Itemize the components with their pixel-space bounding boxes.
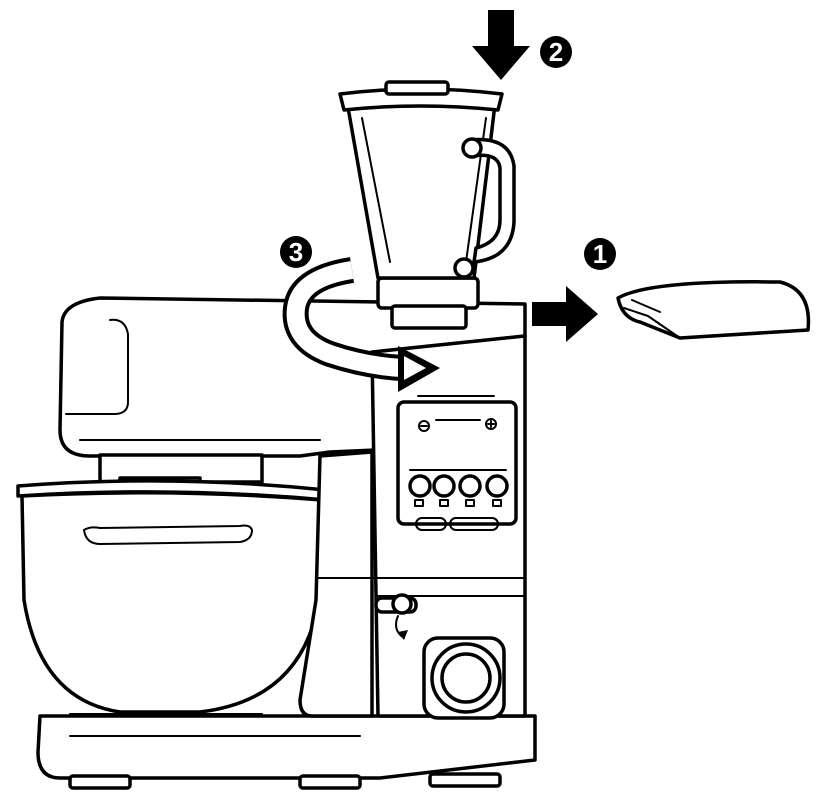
step-badge-3: 3 — [280, 236, 312, 268]
jug-handle — [453, 137, 516, 279]
arrow-down-icon — [472, 10, 530, 80]
bowl-support — [298, 450, 379, 718]
arrow-right-icon — [532, 286, 598, 342]
speed-knob[interactable] — [422, 636, 506, 720]
blender-jug — [338, 80, 516, 330]
program-button-3 — [458, 474, 482, 498]
removable-cover — [616, 280, 811, 340]
svg-text:3: 3 — [289, 237, 303, 267]
svg-text:1: 1 — [593, 239, 607, 269]
program-button-4 — [485, 474, 509, 498]
control-panel — [396, 395, 518, 531]
step-badge-2: 2 — [540, 36, 572, 68]
mixer-body-column — [370, 334, 527, 720]
program-button-2 — [432, 474, 456, 498]
rotate-arrow-icon — [282, 257, 440, 392]
mixing-bowl — [16, 453, 328, 715]
step-badge-1: 1 — [584, 238, 616, 270]
program-buttons — [408, 474, 509, 507]
lock-lever-icon[interactable] — [374, 593, 418, 640]
mixer-base — [36, 714, 537, 790]
plus-button-icon — [485, 418, 497, 430]
program-button-1 — [408, 474, 432, 498]
minus-button-icon — [418, 420, 430, 432]
svg-text:2: 2 — [549, 37, 563, 67]
